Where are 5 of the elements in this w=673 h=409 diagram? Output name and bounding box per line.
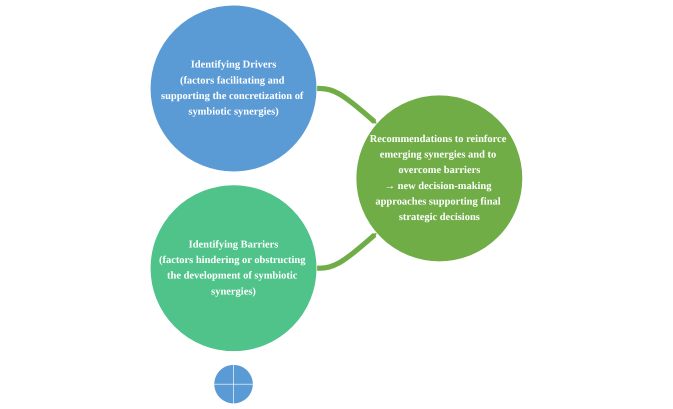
arrow <box>316 232 377 271</box>
node-circle: Recommendations to reinforce emerging synergies and to overcome barriers → new decision-making approaches supporting final strategic decisions <box>356 94 524 262</box>
arrow <box>316 86 377 124</box>
node-circle: Identifying Drivers (factors facilitating and supporting the concretization of symbiotic synergies) <box>150 4 318 172</box>
node-circle: Identifying Barriers (factors hindering or obstructing the development of symbiotic synergies) <box>150 184 318 352</box>
